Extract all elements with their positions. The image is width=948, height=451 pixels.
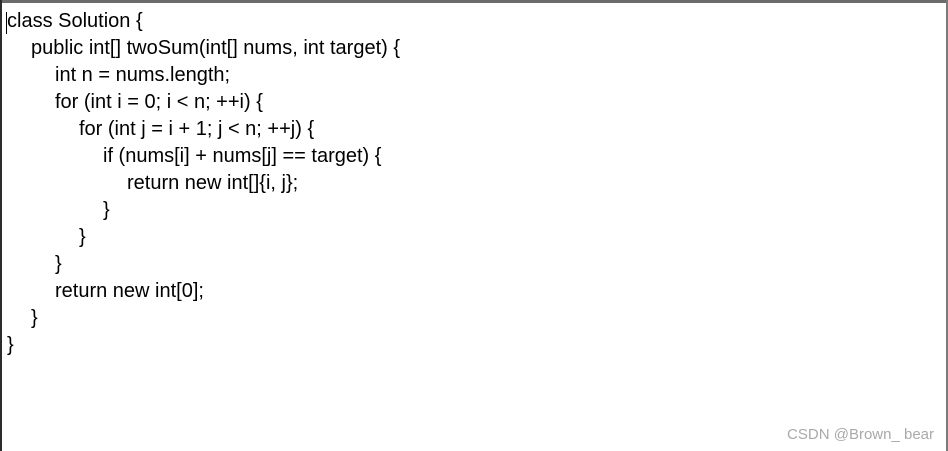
- window-right-border: [946, 0, 948, 451]
- code-line[interactable]: return new int[0];: [55, 280, 204, 302]
- code-line[interactable]: }: [103, 199, 110, 221]
- code-line[interactable]: return new int[]{i, j};: [127, 172, 299, 194]
- code-line[interactable]: class Solution {: [7, 10, 143, 32]
- code-line[interactable]: for (int i = 0; i < n; ++i) {: [55, 91, 263, 113]
- code-line[interactable]: }: [7, 334, 14, 356]
- window-top-border: [0, 0, 948, 3]
- code-line[interactable]: for (int j = i + 1; j < n; ++j) {: [79, 118, 315, 140]
- watermark-text: CSDN @Brown_ bear: [787, 426, 934, 443]
- code-line[interactable]: }: [55, 253, 62, 275]
- code-line[interactable]: }: [31, 307, 38, 329]
- code-line[interactable]: }: [79, 226, 86, 248]
- code-line[interactable]: if (nums[i] + nums[j] == target) {: [103, 145, 382, 167]
- code-line[interactable]: public int[] twoSum(int[] nums, int targ…: [31, 37, 401, 59]
- text-caret: [6, 12, 7, 34]
- code-line[interactable]: int n = nums.length;: [55, 64, 231, 86]
- window-left-border: [0, 0, 2, 451]
- code-editor-area[interactable]: class Solution { public int[] twoSum(int…: [2, 3, 946, 451]
- code-block[interactable]: class Solution { public int[] twoSum(int…: [7, 8, 400, 359]
